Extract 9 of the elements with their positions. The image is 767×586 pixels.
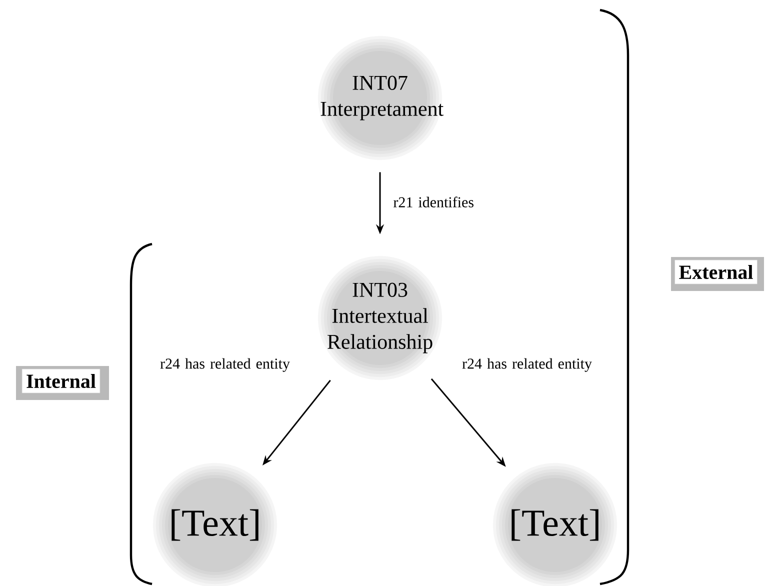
circle-node: INT07 Interpretament (318, 36, 444, 160)
circle-node: INT03 Intertextual Relationship (318, 256, 442, 380)
edge-label: r24 has related entity (462, 358, 592, 372)
circle-node: [Text] (493, 463, 617, 586)
edge-label: r24 has related entity (160, 358, 290, 372)
label-box: External (671, 257, 764, 291)
label-box: Internal (16, 366, 109, 400)
circle-node: [Text] (153, 463, 277, 586)
edge-label: r21 identifies (394, 196, 474, 208)
